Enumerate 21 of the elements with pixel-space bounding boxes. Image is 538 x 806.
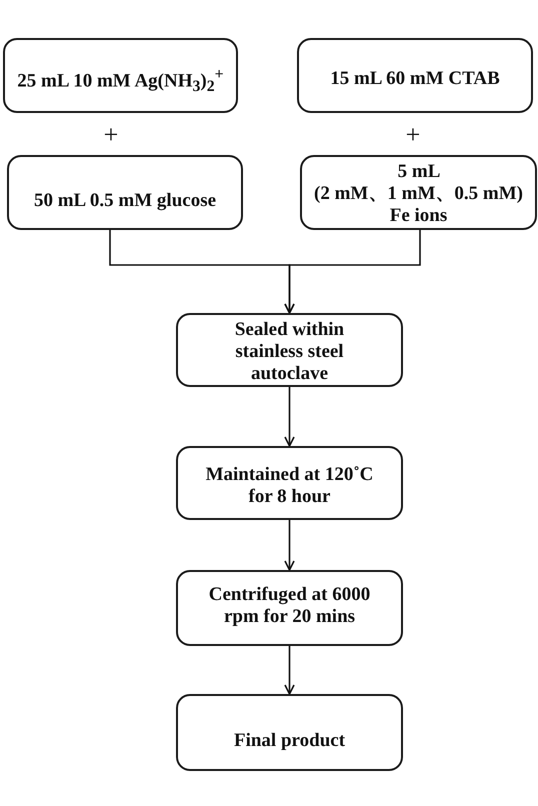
connector-arrow	[284, 230, 421, 314]
process-box	[7, 155, 243, 230]
step-text: Centrifuged at 6000 rpm for 20 mins	[208, 584, 372, 628]
step-text: Sealed within stainless steel autoclave	[234, 319, 346, 385]
step-text: Final product	[234, 730, 346, 752]
connector-arrow	[284, 387, 295, 447]
plus-sign: +	[406, 122, 420, 148]
process-box	[176, 694, 403, 771]
connector-arrow	[284, 520, 295, 571]
connector-arrow	[284, 646, 295, 695]
step-text: 15 mL 60 mM CTAB	[330, 68, 500, 90]
process-box	[297, 38, 533, 113]
plus-sign: +	[104, 122, 118, 148]
step-text: 5 mL (2 mM、1 mM、0.5 mM) Fe ions	[313, 160, 524, 226]
process-box	[176, 570, 403, 646]
process-box	[176, 446, 403, 520]
process-box	[300, 155, 537, 230]
process-box	[3, 38, 238, 113]
step-text: 50 mL 0.5 mM glucose	[34, 190, 216, 212]
step-text: Maintained at 120˚C for 8 hour	[204, 464, 374, 508]
process-box	[176, 313, 403, 387]
